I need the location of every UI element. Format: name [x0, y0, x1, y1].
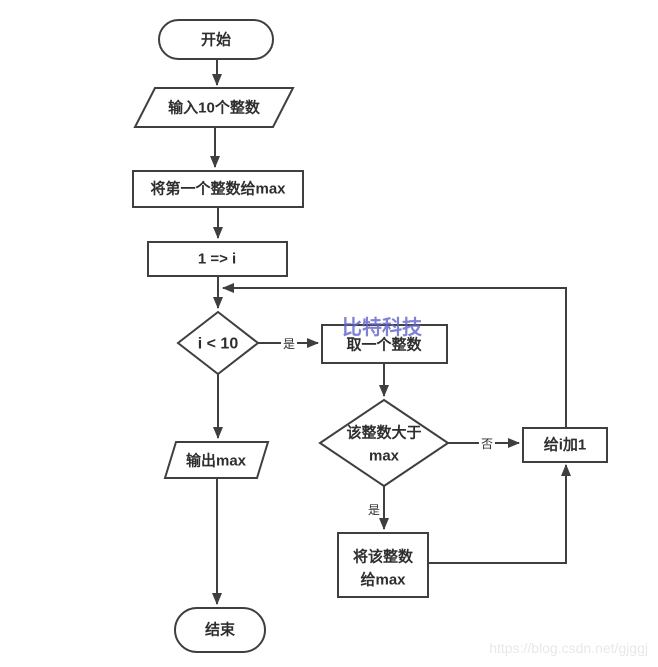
- edge-assign-max-to-inc-i: [428, 464, 571, 564]
- node-inc-i-shape: [522, 427, 608, 463]
- node-assign-first-label: 将第一个整数给max: [150, 180, 286, 198]
- node-take-int-label: 取一个整数: [346, 336, 422, 354]
- edge-label-greater-no: 否: [481, 437, 493, 451]
- watermark-url: https://blog.csdn.net/gjggj: [489, 640, 648, 656]
- edge-inc-i-loopback: [222, 283, 567, 428]
- node-assign-first-shape: [132, 170, 304, 208]
- edge-label-loop-yes: 是: [283, 337, 295, 351]
- node-output-label: 输出max: [186, 452, 247, 470]
- node-loop-cond-shape: [176, 310, 260, 376]
- node-take-int-shape: [321, 324, 448, 364]
- node-greater-cond-label-line2: max: [369, 448, 400, 465]
- edge-label-bg-yes1: [281, 336, 297, 351]
- node-assign-max-shape: [337, 532, 429, 598]
- node-init-i-label: 1 => i: [198, 251, 236, 268]
- watermark-brand: 比特科技: [342, 315, 423, 339]
- node-input-shape: [133, 87, 295, 128]
- edge-label-bg-no: [479, 436, 495, 451]
- node-assign-max-label-line1: 将该整数: [353, 548, 414, 566]
- edge-label-greater-yes: 是: [368, 503, 380, 517]
- node-start-label: 开始: [201, 31, 231, 49]
- node-end-label: 结束: [205, 621, 236, 639]
- node-greater-cond-label-line1: 该整数大于: [346, 424, 421, 442]
- node-assign-max-label-line2: 给max: [360, 571, 406, 589]
- node-input-label: 输入10个整数: [168, 99, 261, 117]
- node-end-shape: [174, 607, 266, 653]
- node-output-shape: [163, 441, 270, 479]
- node-start-shape: [158, 19, 274, 60]
- node-init-i-shape: [147, 241, 288, 277]
- node-loop-cond-label: i < 10: [198, 336, 239, 353]
- node-inc-i-label: 给i加1: [544, 436, 587, 454]
- node-greater-cond-shape: [318, 398, 450, 488]
